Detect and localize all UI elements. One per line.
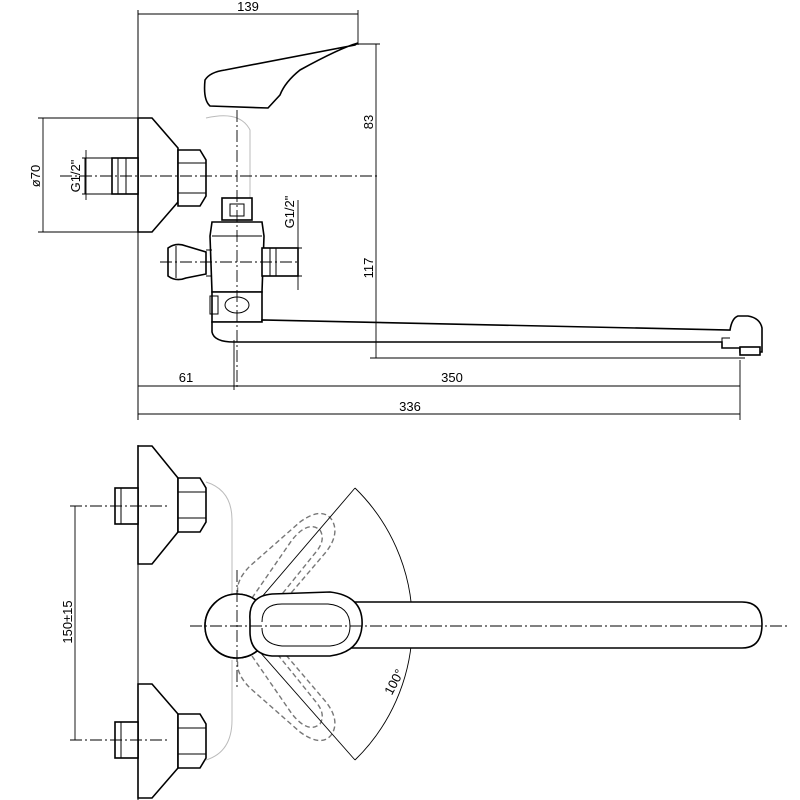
- dim-thread-right: G1/2": [276, 195, 302, 290]
- thread-right-label: G1/2": [282, 195, 297, 228]
- diverter-body: [167, 197, 299, 323]
- dim-flange-diameter: ø70: [28, 117, 150, 233]
- dim-117-label: 117: [361, 258, 376, 279]
- dim-flange-label: ø70: [28, 165, 43, 187]
- dim-61-350: 61 350: [138, 340, 741, 420]
- plan-view: 100° 150±15: [60, 445, 790, 800]
- upper-inlet: [114, 445, 207, 565]
- dim-350-label: 350: [441, 370, 463, 385]
- dim-83: 83: [355, 43, 380, 176]
- lever-rotated-up: [236, 512, 336, 619]
- wall-flange: [137, 117, 179, 233]
- spout-plan: [261, 601, 763, 649]
- lower-inlet: [114, 683, 207, 799]
- dim-336-label: 336: [399, 399, 421, 414]
- centre-distance-label: 150±15: [60, 600, 75, 643]
- thread-left-label: G1/2": [68, 159, 83, 192]
- lever-handle: [203, 42, 359, 109]
- hex-nut: [177, 149, 207, 207]
- dim-139-label: 139: [237, 0, 259, 14]
- dim-139: 139: [138, 0, 359, 45]
- dim-336: 336: [138, 399, 740, 415]
- dim-61-label: 61: [179, 370, 193, 385]
- dim-thread-left: G1/2": [68, 150, 112, 200]
- dim-117: 117: [361, 176, 745, 359]
- spout: [211, 315, 763, 353]
- side-elevation-view: 139 83 117 ø70 G1/2": [28, 0, 763, 420]
- dim-83-label: 83: [361, 115, 376, 129]
- dim-centre-distance: 150±15: [60, 506, 76, 740]
